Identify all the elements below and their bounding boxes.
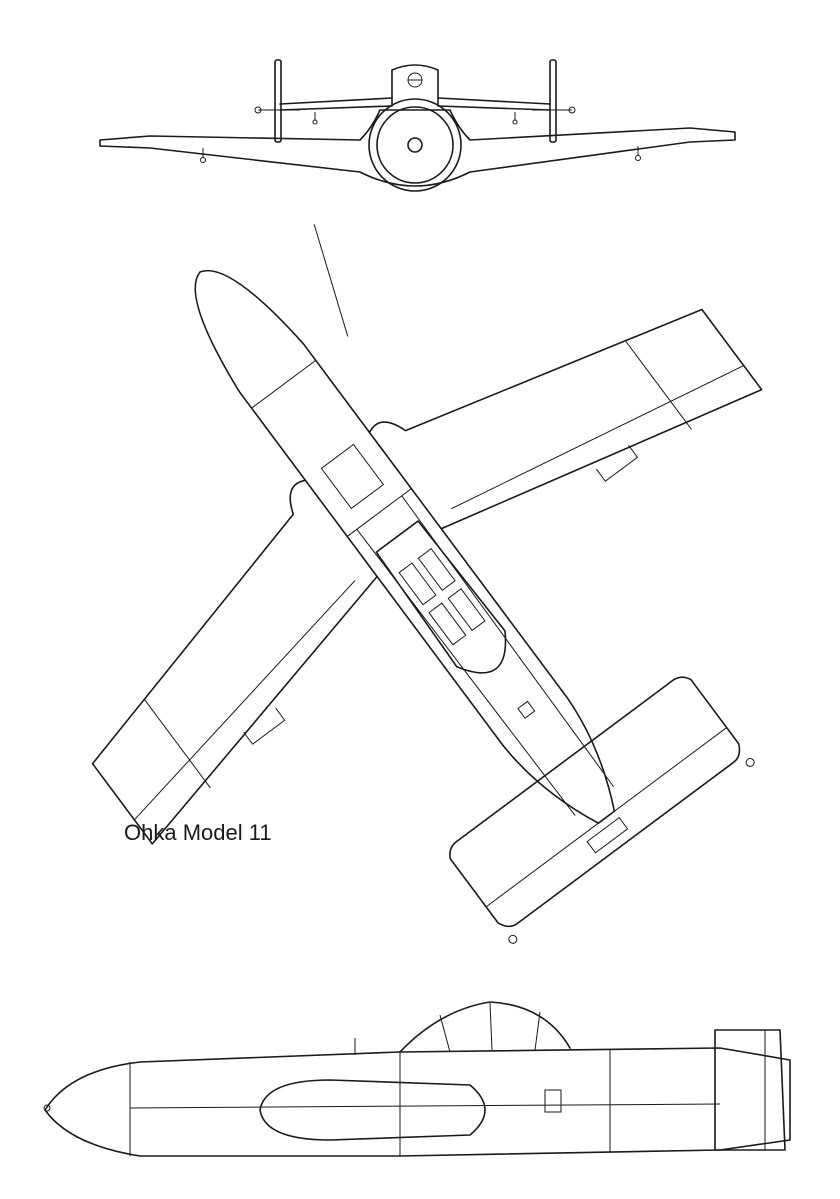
side-view [43, 1001, 791, 1157]
front-view [99, 59, 736, 192]
drawing-caption: Ohka Model 11 [124, 820, 272, 845]
top-view [91, 224, 763, 944]
